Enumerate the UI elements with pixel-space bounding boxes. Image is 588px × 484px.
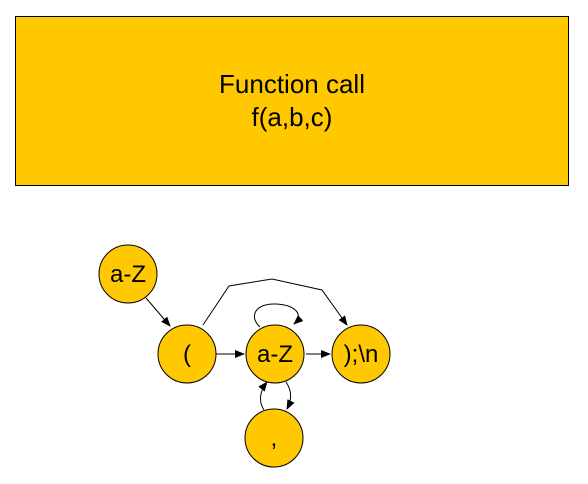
title-line-2: f(a,b,c) bbox=[251, 102, 333, 132]
node-start-label: a-Z bbox=[110, 261, 146, 288]
edge-start-to-open bbox=[145, 297, 171, 327]
node-start: a-Z bbox=[98, 244, 158, 304]
edge-identifier-to-comma bbox=[285, 381, 295, 410]
node-open-paren-label: ( bbox=[183, 341, 191, 368]
node-identifier: a-Z bbox=[245, 324, 305, 384]
edge-identifier-self-loop bbox=[254, 303, 304, 328]
node-open-paren: ( bbox=[157, 324, 217, 384]
edge-comma-to-identifier bbox=[258, 381, 268, 411]
title-box: Function call f(a,b,c) bbox=[15, 16, 569, 186]
node-identifier-label: a-Z bbox=[257, 341, 293, 368]
node-end-label: );\n bbox=[344, 341, 379, 368]
node-comma: , bbox=[244, 408, 304, 468]
edge-open-to-end bbox=[202, 278, 348, 326]
node-comma-label: , bbox=[271, 425, 278, 452]
title-line-1: Function call bbox=[219, 69, 365, 99]
node-end: );\n bbox=[331, 324, 391, 384]
